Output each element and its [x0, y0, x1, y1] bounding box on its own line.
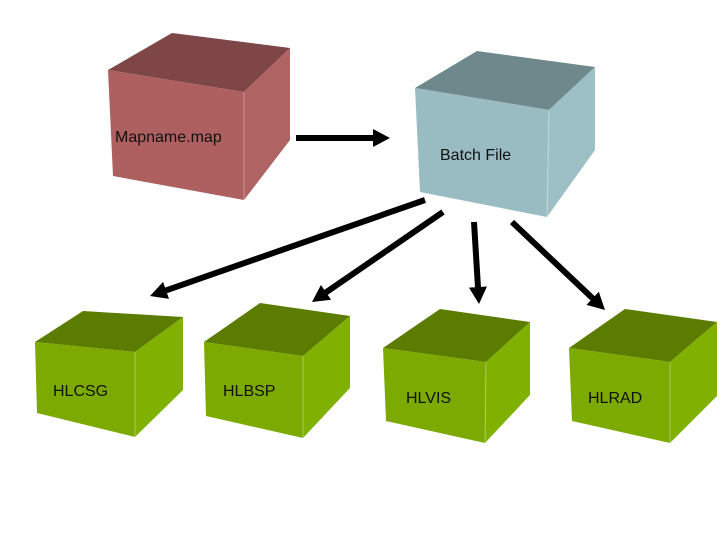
cube-front-face: [204, 342, 303, 438]
cube-top-face: [108, 33, 290, 92]
cube-node-hlcsg: HLCSG: [35, 311, 183, 437]
arrow-shaft: [322, 209, 445, 296]
cube-top-face: [569, 309, 717, 362]
arrow-head: [586, 291, 605, 310]
cube-front-face: [383, 348, 486, 443]
cube-node-hlrad: HLRAD: [569, 309, 717, 443]
arrow-head: [468, 286, 487, 304]
cube-side-face: [303, 316, 350, 438]
node-label-hlcsg: HLCSG: [53, 383, 108, 400]
cube-side-face: [244, 48, 290, 200]
node-label-batch: Batch File: [440, 147, 511, 164]
arrow-batch-to-hlcsg: [150, 197, 426, 299]
cube-front-face: [108, 70, 244, 200]
cube-top-face: [383, 309, 530, 362]
cube-side-face: [547, 67, 595, 217]
cube-side-face: [485, 322, 530, 443]
arrow-batch-to-hlrad: [509, 219, 605, 310]
node-label-hlvis: HLVIS: [406, 390, 451, 407]
cube-top-face: [415, 51, 595, 110]
node-label-hlrad: HLRAD: [588, 390, 642, 407]
cube-top-face: [35, 311, 183, 352]
arrow-batch-to-hlbsp: [312, 209, 445, 302]
cube-top-face: [204, 303, 350, 356]
arrow-head: [312, 284, 332, 302]
cube-side-face: [135, 317, 183, 437]
arrow-shaft: [163, 197, 426, 294]
cube-side-face: [670, 322, 717, 443]
arrow-shaft: [471, 221, 482, 290]
cube-node-hlvis: HLVIS: [383, 309, 530, 444]
cube-edge-highlight: [484, 361, 487, 444]
arrow-head: [150, 281, 170, 299]
arrow-batch-to-hlvis: [468, 221, 487, 304]
cube-front-face: [415, 88, 549, 217]
arrow-shaft: [509, 219, 597, 302]
node-label-mapname: Mapname.map: [115, 129, 222, 146]
cube-node-hlbsp: HLBSP: [204, 303, 350, 438]
arrow-mapname-to-batch: [296, 129, 390, 147]
node-label-hlbsp: HLBSP: [223, 383, 275, 400]
cube-front-face: [35, 342, 135, 437]
cube-front-face: [569, 348, 670, 443]
cube-node-mapname: Mapname.map: [108, 33, 290, 200]
cube-edge-highlight: [546, 109, 550, 218]
arrow-head: [373, 129, 390, 147]
cube-node-batch: Batch File: [415, 51, 595, 218]
